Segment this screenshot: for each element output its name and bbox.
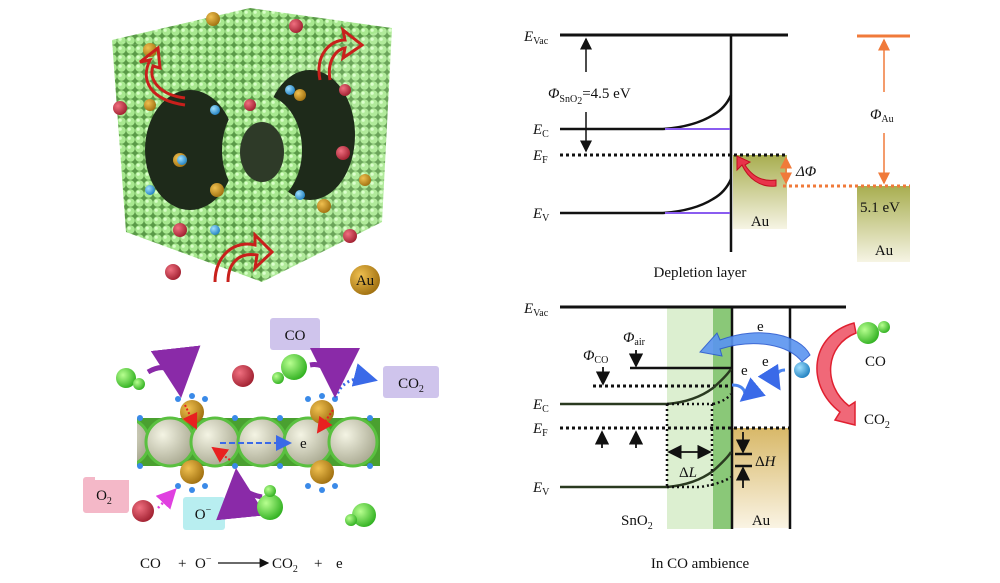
co-molecules: [116, 354, 376, 527]
electron-label-1: e: [757, 319, 764, 335]
blue-particles: [145, 85, 305, 235]
ef-label: EF: [532, 148, 548, 166]
o2-atom: [132, 500, 154, 522]
red-dotted-arrow-2: [211, 446, 231, 463]
depletion-caption: Depletion layer: [654, 265, 747, 281]
chain-mask-left: [95, 410, 137, 480]
au-label: Au: [752, 513, 771, 529]
phi-co-label: ΦCO: [583, 348, 608, 366]
svg-text:+: +: [314, 556, 322, 572]
cube-inner-hole: [240, 122, 284, 182]
electron-injection-arrow: [699, 332, 811, 363]
au-label-right: Au: [875, 243, 894, 259]
ec-band: [560, 368, 733, 406]
reaction-illustration: CO CO2 O2 O− e: [83, 318, 439, 575]
adsorbed-oxygen-ion: [794, 362, 810, 378]
ec-label: EC: [532, 397, 549, 415]
red-dotted-arrow-1: [182, 404, 198, 430]
co-molecule-large: [857, 322, 879, 344]
au-legend-label: Au: [356, 273, 375, 289]
ev-label: EV: [532, 480, 550, 498]
o2-label-box: [83, 477, 129, 513]
au-block-left: [733, 155, 787, 229]
flow-arrows: [139, 26, 365, 283]
co-label: CO: [865, 354, 886, 370]
delta-l-label: ΔL: [679, 465, 697, 481]
phi-au-label: ΦAu: [870, 107, 894, 125]
oxygen-atom: [232, 365, 254, 387]
au-work-function-value: 5.1 eV: [860, 200, 900, 216]
electron-small-arrow-2: [757, 363, 786, 391]
co2-label-box: [383, 366, 439, 398]
depletion-band-diagram: ΦSnO2=4.5 eV EVac EC EF EV ΔΦ ΦAu 5.1 eV…: [523, 29, 910, 281]
electron-small-arrow-1: [731, 377, 766, 402]
o2-adsorb-arrow: [155, 488, 177, 510]
nanocube-illustration: Au: [112, 8, 392, 295]
ec-band: [560, 94, 733, 131]
co-adsorb-arrow-3: [216, 468, 266, 521]
co-adsorb-arrow-2: [309, 347, 360, 398]
co-ambience-caption: In CO ambience: [651, 556, 750, 572]
svg-text:e: e: [336, 556, 343, 572]
electron-label-3: e: [762, 354, 769, 370]
svg-text:CO2: CO2: [272, 556, 298, 575]
evac-label: EVac: [523, 301, 549, 319]
reaction-equation: CO + O− CO2 + e: [140, 554, 343, 575]
electron-flow-arrow: [736, 155, 777, 187]
co-label-box: [270, 318, 320, 350]
evac-label: EVac: [523, 29, 549, 47]
cube-top-face: [112, 8, 392, 70]
red-dotted-arrow-3: [316, 409, 334, 434]
electron-label: e: [300, 436, 307, 452]
chain-mask-right: [380, 410, 410, 480]
co-ambience-band-diagram: ΔL ΔH Φair ΦCO EVac EC EF EV e e e CO CO…: [523, 301, 890, 572]
phi-sno2-label: ΦSnO2=4.5 eV: [548, 86, 631, 107]
o2-label: O2: [96, 488, 112, 507]
delta-h-label: ΔH: [755, 454, 777, 470]
co-label: CO: [285, 328, 306, 344]
depletion-zone-light: [667, 307, 713, 529]
svg-text:+: +: [178, 556, 186, 572]
co-adsorb-arrow-1: [146, 345, 201, 398]
red-particles: [113, 19, 357, 280]
ef-label: EF: [532, 421, 548, 439]
ec-label: EC: [532, 122, 549, 140]
o-minus-label: O−: [195, 505, 212, 523]
ev-band: [560, 451, 733, 489]
co2-label: CO2: [864, 412, 890, 431]
svg-text:CO: CO: [140, 556, 161, 572]
au-label-left: Au: [751, 214, 770, 230]
au-legend-particle: [350, 265, 380, 295]
co2-label: CO2: [398, 376, 424, 395]
o-minus-label-box: [183, 497, 225, 530]
svg-text:O−: O−: [195, 554, 212, 572]
phi-air-label: Φair: [623, 330, 646, 348]
co-molecule-small: [878, 321, 890, 333]
delta-phi-label: ΔΦ: [795, 164, 817, 180]
ev-band: [560, 178, 733, 215]
au-block-right: [857, 186, 910, 262]
co-oxidation-arrow: [816, 322, 857, 426]
electron-label-2: e: [741, 363, 748, 379]
sno2-label: SnO2: [621, 513, 653, 532]
co2-release-arrow: [334, 363, 378, 399]
ev-label: EV: [532, 206, 550, 224]
cube-cavity-left: [145, 90, 235, 210]
depletion-zone-dark: [713, 307, 732, 529]
